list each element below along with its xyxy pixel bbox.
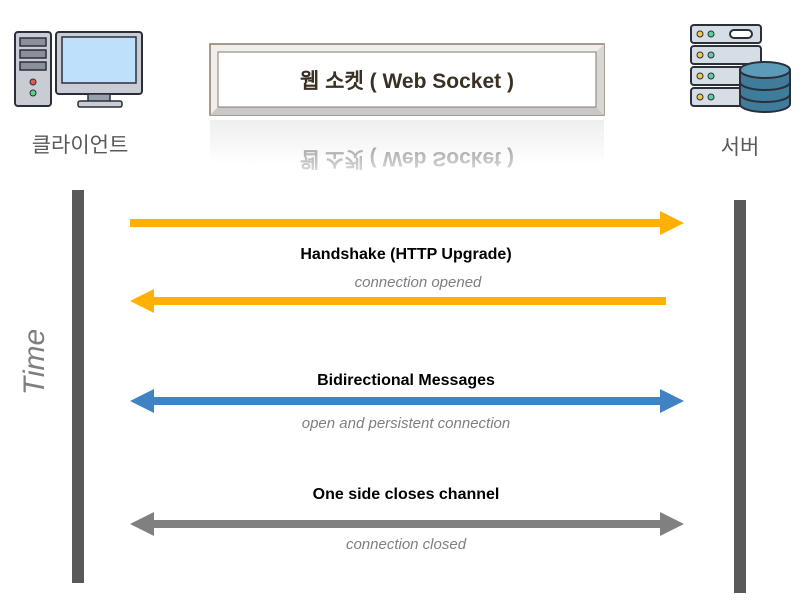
bidirectional-sublabel: open and persistent connection: [302, 415, 510, 432]
bidirectional-label: Bidirectional Messages: [317, 372, 495, 389]
client-timeline: [72, 190, 84, 583]
server-database-icon: [690, 24, 791, 113]
close-label: One side closes channel: [313, 486, 500, 503]
handshake-sublabel: connection opened: [355, 274, 482, 291]
handshake-response-arrow: [130, 289, 666, 313]
close-arrow: [130, 512, 684, 536]
handshake-label: Handshake (HTTP Upgrade): [300, 246, 511, 263]
server-label: 서버: [721, 136, 760, 159]
title-reflection-text: 웹 소켓 ( Web Socket ): [300, 147, 514, 170]
close-sublabel: connection closed: [346, 536, 467, 553]
time-axis-label: Time: [18, 329, 51, 395]
handshake-request-arrow: [130, 211, 684, 235]
desktop-computer-icon: [14, 31, 143, 108]
title-reflection: 웹 소켓 ( Web Socket ): [210, 120, 604, 170]
bidirectional-arrow: [130, 389, 684, 413]
diagram-title: 웹 소켓 ( Web Socket ): [300, 70, 514, 93]
client-label: 클라이언트: [32, 134, 129, 157]
server-timeline: [734, 200, 746, 593]
title-box: [209, 43, 605, 116]
